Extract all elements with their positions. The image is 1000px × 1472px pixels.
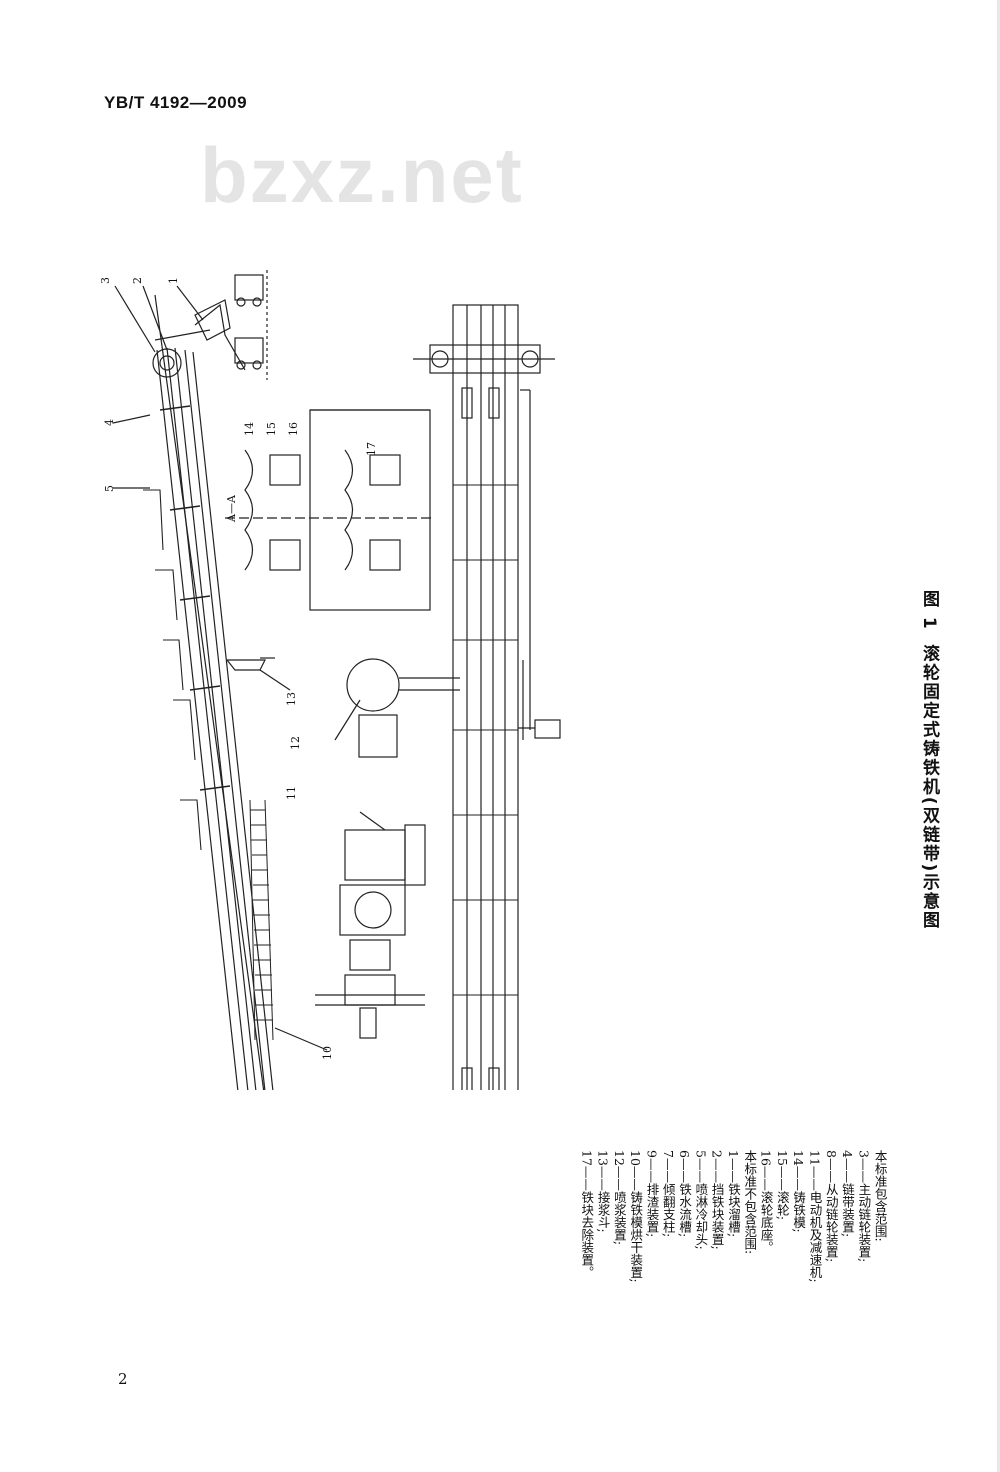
callout-4: 4 <box>103 419 116 426</box>
legend-item: 1——铁块溜槽; <box>725 1150 741 1238</box>
legend-item: 3——主动链轮装置; <box>856 1150 872 1263</box>
standard-number: YB/T 4192—2009 <box>104 93 248 112</box>
legend-item: 17——铁块去除装置。 <box>579 1150 595 1279</box>
callout-11: 11 <box>285 786 298 800</box>
watermark: bzxz.net <box>200 131 524 219</box>
legend-item: 9——排渣装置; <box>644 1150 660 1238</box>
legend-item: 12——喷浆装置; <box>611 1150 627 1246</box>
callout-17: 17 <box>365 442 378 456</box>
callout-14: 14 <box>243 422 256 436</box>
callout-16: 16 <box>287 422 300 436</box>
callout-5: 5 <box>103 485 116 492</box>
legend-item: 13——接浆斗; <box>595 1150 611 1233</box>
legend-item: 5——喷淋冷却头; <box>693 1150 709 1250</box>
figure-drawing: 3 2 1 4 5 14 15 16 17 A—A 13 12 11 10 9 … <box>99 270 561 1090</box>
legend-item: 15——滚轮; <box>774 1150 790 1221</box>
callout-1: 1 <box>167 277 180 284</box>
slurry-sprayer <box>334 658 460 758</box>
legend-item: 2——挡铁块装置; <box>709 1150 725 1250</box>
legend-item: 6——铁水流槽; <box>677 1150 693 1238</box>
legend-item: 14——铸铁模; <box>791 1150 807 1233</box>
figure-title: 滚轮固定式铸铁机(双链带)示意图 <box>919 644 939 931</box>
figure-caption: 图 1 滚轮固定式铸铁机(双链带)示意图 <box>916 590 942 930</box>
excluded-heading: 本标准不包含范围: <box>742 1150 758 1255</box>
callout-2: 2 <box>131 277 144 284</box>
figure-legend: 本标准包含范围: 3——主动链轮装置; 4——链带装置; 8——从动链轮装置; … <box>578 1150 888 1340</box>
legend-item: 10——铸铁模烘干装置; <box>628 1150 644 1283</box>
section-label: A—A <box>225 494 238 523</box>
legend-item: 7——倾翻支柱; <box>660 1150 676 1238</box>
callout-3: 3 <box>99 277 112 284</box>
callout-15: 15 <box>265 422 278 436</box>
page-number: 2 <box>118 1370 128 1388</box>
callout-10: 10 <box>321 1046 334 1060</box>
legend-item: 4——链带装置; <box>840 1150 856 1238</box>
callout-13: 13 <box>285 692 298 706</box>
included-heading: 本标准包含范围: <box>872 1150 888 1242</box>
motor-reducer <box>315 811 426 1039</box>
section-a-a-view <box>225 409 435 611</box>
inclined-chain-conveyor <box>112 270 328 1090</box>
callout-12: 12 <box>289 736 302 750</box>
legend-item: 11——电动机及减速机; <box>807 1150 823 1283</box>
legend-item: 8——从动链轮装置; <box>823 1150 839 1263</box>
plan-view <box>413 304 561 1090</box>
legend-item: 16——滚轮底座。 <box>758 1150 774 1254</box>
figure-number: 图 1 <box>919 590 939 631</box>
callout-numbers: 3 2 1 4 5 14 15 16 17 A—A 13 12 11 10 9 … <box>99 277 378 1060</box>
